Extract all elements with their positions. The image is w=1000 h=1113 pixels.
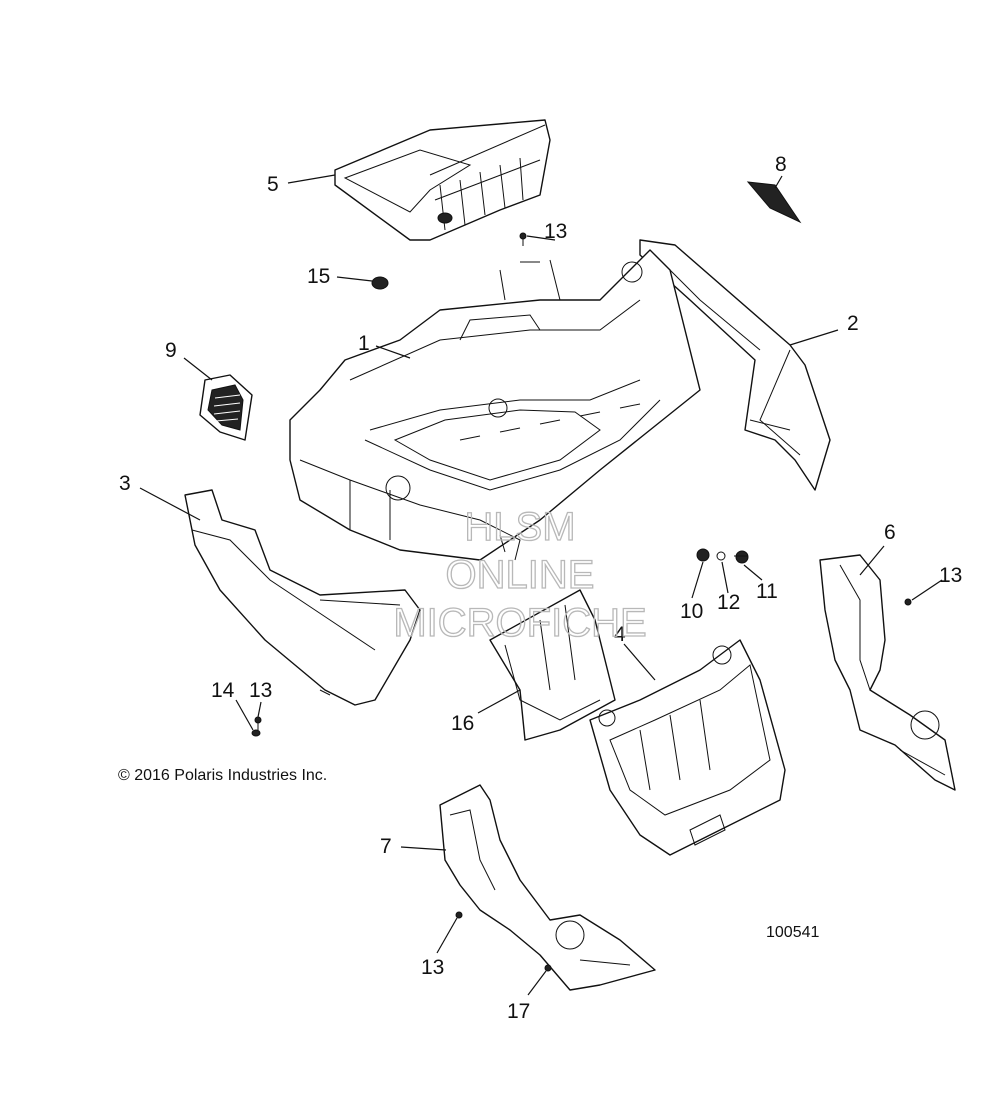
part-14-13-fastener <box>251 716 262 737</box>
part-3-left-panel <box>184 489 421 706</box>
callout-13-top: 13 <box>544 220 567 243</box>
callout-7: 7 <box>380 835 392 858</box>
callout-2: 2 <box>847 312 859 335</box>
part-17-clip <box>544 964 552 972</box>
part-13-screw-bottom <box>455 911 463 919</box>
figure-number: 100541 <box>766 924 819 941</box>
callout-1: 1 <box>358 332 370 355</box>
part-13-screw-right <box>904 598 912 606</box>
callout-12: 12 <box>717 591 740 614</box>
callout-16: 16 <box>451 712 474 735</box>
callout-17: 17 <box>507 1000 530 1023</box>
part-11-bolt <box>734 550 749 564</box>
watermark-line-3: MICROFICHE <box>393 601 646 645</box>
watermark-line-1: HLSM <box>464 505 575 549</box>
callout-15: 15 <box>307 265 330 288</box>
watermark-line-2: ONLINE <box>446 553 595 597</box>
part-6-right-trim <box>819 554 956 791</box>
part-9-grille <box>199 374 253 441</box>
watermark: HLSM ONLINE MICROFICHE <box>393 504 648 645</box>
callout-14: 14 <box>211 679 235 702</box>
part-10-nut <box>696 548 710 562</box>
part-15-grommet <box>371 212 453 290</box>
part-12-washer <box>716 551 726 561</box>
part-5-upper-tray <box>334 119 551 241</box>
callout-13-right: 13 <box>939 564 962 587</box>
part-16-shield <box>489 589 616 741</box>
callout-labels: 5 8 13 15 2 9 1 3 6 13 10 12 11 4 16 14 … <box>119 153 962 1023</box>
callout-11: 11 <box>756 580 778 603</box>
part-4-skid-plate <box>589 639 786 856</box>
part-8-bracket <box>746 181 802 224</box>
part-1-cargo-box <box>289 249 701 561</box>
callout-10: 10 <box>680 600 703 623</box>
leader-lines <box>139 174 943 996</box>
copyright-note: © 2016 Polaris Industries Inc. <box>118 767 327 784</box>
callout-5: 5 <box>267 173 279 196</box>
part-13-screw-top <box>519 232 527 246</box>
part-7-left-trim <box>439 784 656 991</box>
callout-4: 4 <box>614 623 626 646</box>
callout-13-bottom: 13 <box>421 956 444 979</box>
callout-8: 8 <box>775 153 787 176</box>
callout-6: 6 <box>884 521 896 544</box>
callout-13-left: 13 <box>249 679 272 702</box>
callout-9: 9 <box>165 339 177 362</box>
callout-3: 3 <box>119 472 131 495</box>
